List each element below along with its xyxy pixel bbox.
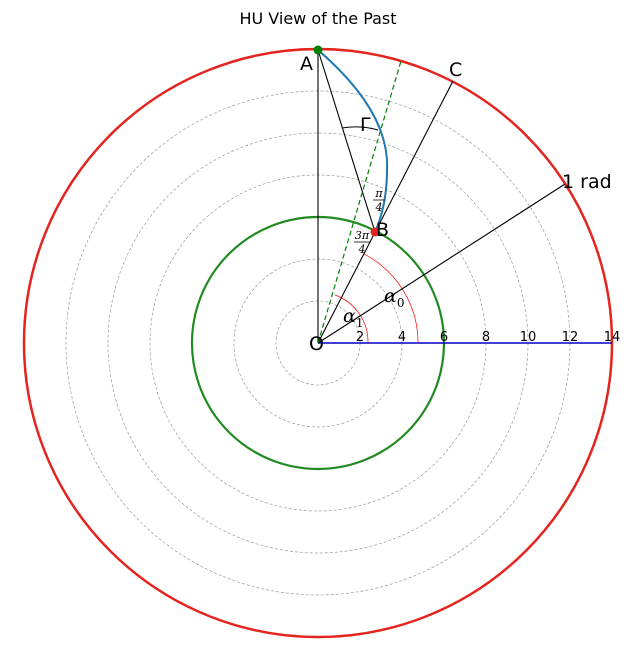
pi-over-4-den: 4 xyxy=(375,201,383,214)
alpha0-label: α0 xyxy=(384,285,404,310)
alpha0-subscript: 0 xyxy=(397,296,405,310)
point-B-marker xyxy=(370,227,380,237)
tick-8: 8 xyxy=(482,330,490,345)
figure-title: HU View of the Past xyxy=(239,9,396,28)
tick-4: 4 xyxy=(398,330,406,345)
gamma-arc xyxy=(341,126,379,131)
three-pi-over-4-num: 3π xyxy=(355,229,370,242)
dashed-line xyxy=(317,60,402,344)
alpha1-label: α1 xyxy=(343,305,363,330)
label-gamma: Γ xyxy=(360,114,371,136)
line-O-C xyxy=(317,80,454,344)
line-O-1rad xyxy=(317,183,566,344)
three-pi-over-4-label: 3π 4 xyxy=(354,229,370,256)
alpha0-arc xyxy=(363,253,419,344)
three-pi-over-4-den: 4 xyxy=(358,243,366,256)
tick-14: 14 xyxy=(604,330,621,345)
alpha1-symbol: α xyxy=(343,305,356,327)
tick-6: 6 xyxy=(440,330,448,345)
curve-A-B xyxy=(317,49,389,233)
pi-over-4-num: π xyxy=(374,187,383,200)
line-A-B xyxy=(317,49,376,233)
tick-10: 10 xyxy=(520,330,537,345)
radial-tick-labels: 2 4 6 8 10 12 14 xyxy=(356,330,620,345)
label-O: O xyxy=(309,333,324,355)
pi-over-4-label: π 4 xyxy=(373,187,385,214)
alpha0-symbol: α xyxy=(384,285,397,307)
label-1rad: 1 rad xyxy=(562,171,612,193)
tick-2: 2 xyxy=(356,330,364,345)
point-A-marker xyxy=(313,45,323,55)
alpha1-subscript: 1 xyxy=(356,316,364,330)
tick-12: 12 xyxy=(562,330,579,345)
label-B: B xyxy=(376,219,389,241)
label-C: C xyxy=(449,59,462,81)
construction-lines xyxy=(317,49,566,344)
label-A: A xyxy=(300,53,313,75)
